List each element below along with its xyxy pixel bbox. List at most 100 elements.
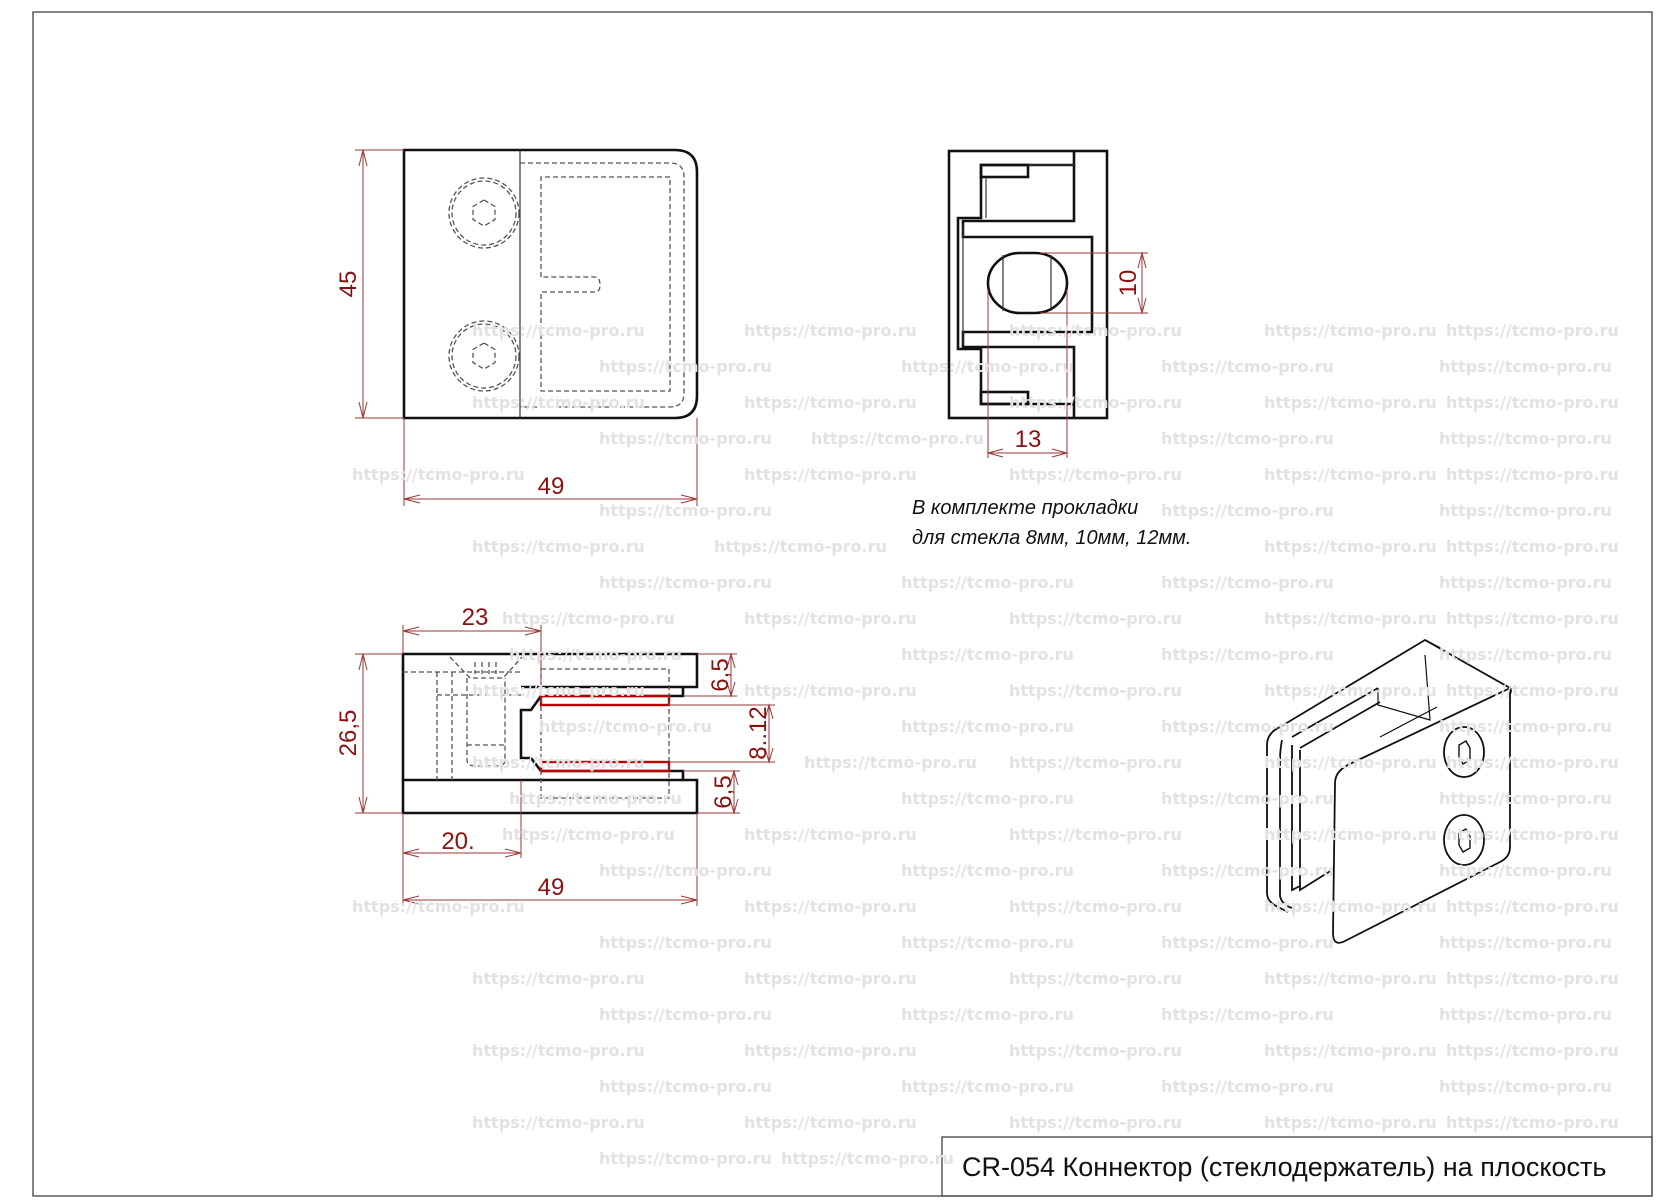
watermark-text: https://tcmo-pro.ru (901, 717, 1074, 736)
watermark-text: https://tcmo-pro.ru (1161, 645, 1334, 664)
bolt-head-icon (1443, 814, 1485, 866)
svg-text:49: 49 (538, 874, 565, 901)
watermark-text: https://tcmo-pro.ru (599, 1005, 772, 1024)
watermark-text: https://tcmo-pro.ru (1446, 1041, 1619, 1060)
svg-text:6,5: 6,5 (707, 658, 734, 691)
top-view: 45 49 (335, 148, 699, 506)
watermark-text: https://tcmo-pro.ru (1009, 825, 1182, 844)
watermark-text: https://tcmo-pro.ru (901, 573, 1074, 592)
top-view-outline (402, 148, 699, 420)
watermark-text: https://tcmo-pro.ru (1264, 969, 1437, 988)
watermark-text: https://tcmo-pro.ru (1264, 1041, 1437, 1060)
hex-socket-icon (472, 342, 496, 370)
watermark-text: https://tcmo-pro.ru (1439, 1077, 1612, 1096)
watermark-text: https://tcmo-pro.ru (1439, 1005, 1612, 1024)
watermark-text: https://tcmo-pro.ru (1161, 861, 1334, 880)
drawing-frame (32, 11, 1653, 1197)
watermark-text: https://tcmo-pro.ru (1446, 753, 1619, 772)
watermark-text: https://tcmo-pro.ru (901, 1077, 1074, 1096)
watermark-text: https://tcmo-pro.ru (1439, 501, 1612, 520)
top-view-hidden-pocket (540, 176, 671, 392)
svg-text:45: 45 (335, 271, 362, 298)
svg-text:8..12: 8..12 (745, 706, 772, 759)
watermark-text: https://tcmo-pro.ru (744, 825, 917, 844)
watermark-text: https://tcmo-pro.ru (1446, 537, 1619, 556)
hex-socket-icon (1458, 828, 1471, 853)
dim-width-49: 49 (403, 418, 698, 506)
hex-socket-icon (472, 199, 496, 227)
watermark-text: https://tcmo-pro.ru (599, 861, 772, 880)
watermark-text: https://tcmo-pro.ru (744, 969, 917, 988)
watermark-text: https://tcmo-pro.ru (1446, 465, 1619, 484)
watermark-text: https://tcmo-pro.ru (352, 897, 525, 916)
watermark-text: https://tcmo-pro.ru (1439, 645, 1612, 664)
watermark-text: https://tcmo-pro.ru (472, 1113, 645, 1132)
watermark-text: https://tcmo-pro.ru (1161, 933, 1334, 952)
watermark-text: https://tcmo-pro.ru (1264, 681, 1437, 700)
watermark-text: https://tcmo-pro.ru (901, 1005, 1074, 1024)
watermark-text: https://tcmo-pro.ru (1446, 1113, 1619, 1132)
watermark-text: https://tcmo-pro.ru (1446, 969, 1619, 988)
gasket-note-line-1: В комплекте прокладки (912, 497, 1138, 519)
watermark-text: https://tcmo-pro.ru (1439, 573, 1612, 592)
watermark-text: https://tcmo-pro.ru (472, 969, 645, 988)
watermark-text: https://tcmo-pro.ru (744, 321, 917, 340)
side-view: 23 26,5 20. 49 6,5 (335, 604, 775, 906)
watermark-text: https://tcmo-pro.ru (1161, 573, 1334, 592)
watermark-text: https://tcmo-pro.ru (1161, 501, 1334, 520)
watermark-text: https://tcmo-pro.ru (811, 429, 984, 448)
watermark-text: https://tcmo-pro.ru (744, 897, 917, 916)
watermark-text: https://tcmo-pro.ru (1264, 1113, 1437, 1132)
dim-glass-8-12: 8..12 (669, 703, 775, 764)
dim-height-45: 45 (335, 149, 404, 419)
dim-base-20: 20. (402, 780, 522, 906)
dim-top-jaw-6-5: 6,5 (683, 652, 737, 698)
watermark-text: https://tcmo-pro.ru (599, 501, 772, 520)
watermark-text: https://tcmo-pro.ru (1009, 753, 1182, 772)
top-view-hidden-clamp (520, 162, 685, 408)
watermark-text: https://tcmo-pro.ru (1264, 465, 1437, 484)
watermark-text: https://tcmo-pro.ru (1264, 609, 1437, 628)
watermark-text: https://tcmo-pro.ru (1446, 681, 1619, 700)
watermark-text: https://tcmo-pro.ru (1009, 465, 1182, 484)
watermark-text: https://tcmo-pro.ru (502, 609, 675, 628)
watermark-text: https://tcmo-pro.ru (1009, 1113, 1182, 1132)
watermark-text: https://tcmo-pro.ru (901, 789, 1074, 808)
watermark-text: https://tcmo-pro.ru (744, 609, 917, 628)
watermark-text: https://tcmo-pro.ru (472, 1041, 645, 1060)
watermark-text: https://tcmo-pro.ru (1161, 1005, 1334, 1024)
watermark-text: https://tcmo-pro.ru (472, 321, 645, 340)
end-view: 10 13 (947, 149, 1148, 458)
end-view-outline (947, 149, 1109, 420)
watermark-text: https://tcmo-pro.ru (1009, 897, 1182, 916)
hex-socket-icon (1458, 740, 1471, 765)
dim-width-49-side: 49 (402, 813, 698, 906)
dim-slot-height-10: 10 (1040, 251, 1148, 315)
svg-text:49: 49 (538, 473, 565, 500)
watermark-text: https://tcmo-pro.ru (352, 465, 525, 484)
svg-text:10: 10 (1115, 270, 1142, 297)
screw-hidden-2 (448, 320, 520, 392)
watermark-text: https://tcmo-pro.ru (1439, 357, 1612, 376)
watermark-text: https://tcmo-pro.ru (502, 825, 675, 844)
screw-hidden (403, 656, 523, 780)
watermark-text: https://tcmo-pro.ru (1009, 1041, 1182, 1060)
svg-text:13: 13 (1015, 426, 1042, 453)
watermark-text: https://tcmo-pro.ru (1161, 357, 1334, 376)
watermark-text: https://tcmo-pro.ru (1446, 321, 1619, 340)
svg-text:26,5: 26,5 (335, 710, 362, 757)
watermark-text: https://tcmo-pro.ru (901, 645, 1074, 664)
watermark-text: https://tcmo-pro.ru (1009, 393, 1182, 412)
watermark-text: https://tcmo-pro.ru (744, 465, 917, 484)
svg-text:20.: 20. (441, 828, 474, 855)
watermark-text: https://tcmo-pro.ru (599, 933, 772, 952)
watermark-text: https://tcmo-pro.ru (599, 1077, 772, 1096)
watermark-text: https://tcmo-pro.ru (1264, 393, 1437, 412)
svg-text:23: 23 (462, 604, 489, 631)
watermark-text: https://tcmo-pro.ru (1446, 825, 1619, 844)
watermark-text: https://tcmo-pro.ru (1009, 321, 1182, 340)
watermark-text: https://tcmo-pro.ru (539, 717, 712, 736)
svg-text:6,5: 6,5 (710, 775, 737, 808)
watermark-text: https://tcmo-pro.ru (509, 789, 682, 808)
